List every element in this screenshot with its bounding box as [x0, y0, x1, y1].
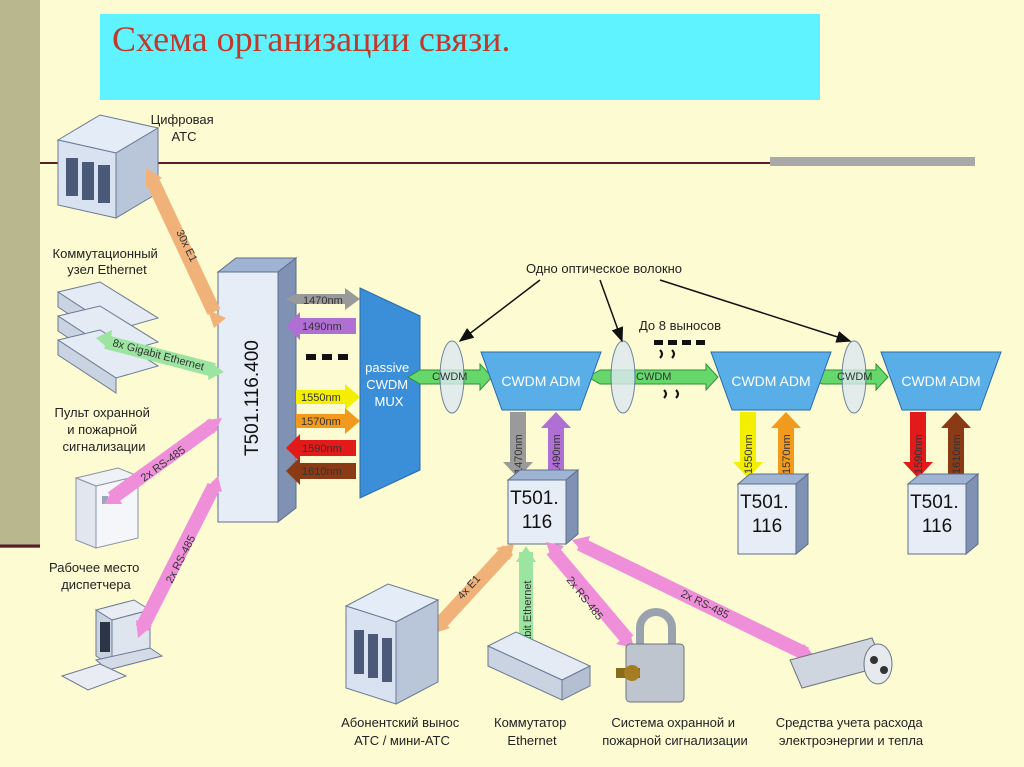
drop-1490: 1490nm: [551, 434, 563, 474]
pointer-lines: [458, 279, 852, 343]
label-digital-pbx: Цифровая АТС: [151, 112, 218, 144]
subscriber-pbx-icon: [344, 583, 440, 705]
wl-1570: 1570nm: [301, 416, 341, 428]
drop-arrows-adm-3: [903, 412, 971, 478]
wl-1490: 1490nm: [302, 321, 342, 333]
wl-1470: 1470nm: [303, 295, 343, 307]
adm-3-label: CWDM ADM: [901, 373, 980, 389]
label-ethernet-node: Коммутационный узел Ethernet: [53, 246, 162, 277]
adm-1: [480, 351, 602, 411]
wavelength-arrows: [286, 288, 360, 485]
main-unit-label: T501.116.400: [242, 340, 263, 456]
label-subscriber: Абонентский вынос АТС / мини-АТС: [341, 715, 463, 748]
adm-2-label: CWDM ADM: [731, 373, 810, 389]
wl-1590: 1590nm: [302, 443, 342, 455]
label-up-to-8: До 8 выносов: [639, 318, 721, 333]
cwdm-label-2: CWDM: [636, 371, 671, 383]
dashes-marker: [306, 354, 348, 360]
link-t501-security: [546, 542, 634, 648]
t501-box-3: [906, 472, 980, 556]
padlock-icon: [616, 608, 685, 703]
label-security-system: Система охранной и пожарной сигнализации: [602, 715, 747, 748]
t501-box-2-label: T501. 116: [740, 492, 794, 537]
drop-arrows-adm-1: [503, 412, 571, 478]
meter-icon: [789, 637, 893, 689]
adm-1-label: CWDM ADM: [501, 373, 580, 389]
link-rs485-a: 2x RS-485: [139, 444, 188, 484]
cwdm-label-3: CWDM: [837, 371, 872, 383]
label-switch: Коммутатор Ethernet: [494, 715, 570, 748]
label-one-fiber: Одно оптическое волокно: [526, 261, 682, 276]
cwdm-label-1: CWDM: [432, 371, 467, 383]
label-metering: Средства учета расхода электроэнергии и …: [776, 715, 927, 748]
drop-1610: 1610nm: [951, 434, 963, 474]
t501-box-3-label: T501. 116: [910, 492, 964, 537]
wl-1550: 1550nm: [301, 392, 341, 404]
separator-bar: [770, 157, 975, 166]
title-box: Схема организации связи.: [100, 14, 820, 100]
link-rs485-d: 2x RS-485: [679, 588, 731, 622]
adm-2: [710, 351, 832, 411]
digital-pbx-icon: [56, 114, 160, 219]
drop-1550: 1550nm: [743, 434, 755, 474]
drop-1570: 1570nm: [781, 434, 793, 474]
adm-3: [880, 351, 1002, 411]
drop-arrows-adm-2: [733, 412, 801, 478]
left-accent-bar: [0, 0, 40, 548]
label-dispatcher: Рабочее место диспетчера: [49, 560, 143, 592]
page-title: Схема организации связи.: [112, 19, 511, 59]
link-security-main: [104, 418, 222, 504]
mux-label: passive CWDM MUX: [365, 360, 413, 409]
link-pbx-main: [145, 168, 226, 328]
drop-1470: 1470nm: [513, 434, 525, 474]
link-dispatcher-main: [135, 476, 222, 638]
t501-box-2: [736, 472, 810, 556]
drop-1590: 1590nm: [913, 434, 925, 474]
ethernet-switch-icon: [486, 631, 592, 701]
fiber-lens-icons: [439, 340, 867, 414]
passive-cwdm-mux: [359, 287, 421, 499]
t501-box-1-label: T501. 116: [510, 488, 564, 533]
label-security-console: Пульт охранной и пожарной сигнализации: [55, 405, 154, 454]
link-ethernet-main: [96, 330, 224, 380]
wl-1610: 1610nm: [302, 466, 342, 478]
workstation-icon: [60, 599, 164, 691]
t501-box-1: [506, 468, 580, 546]
break-marks: [654, 340, 705, 399]
